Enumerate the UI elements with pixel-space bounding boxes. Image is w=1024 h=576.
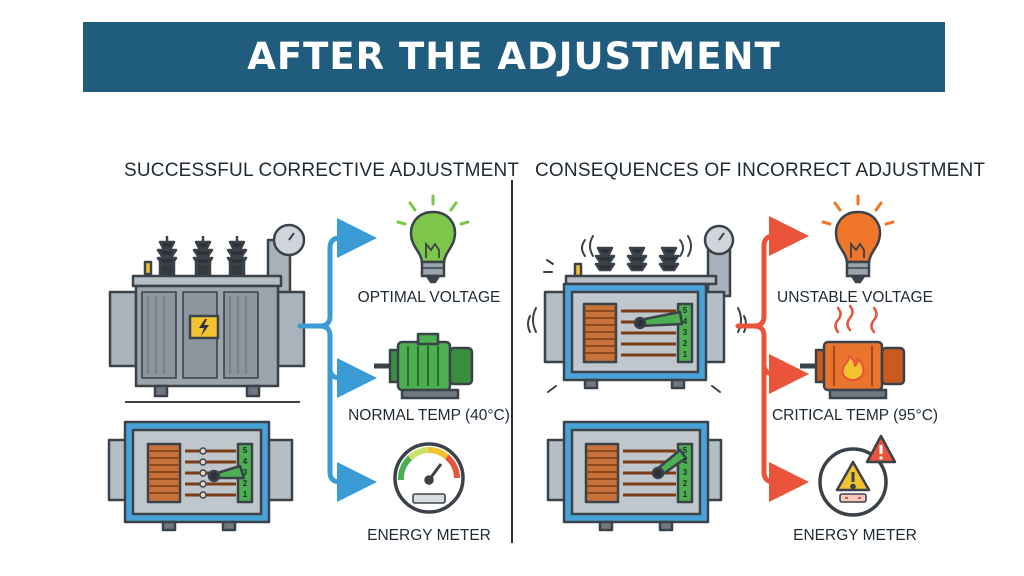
tap-position-label: 3 bbox=[243, 468, 248, 477]
vibration-marks bbox=[527, 235, 747, 393]
tap-position-label: 4 bbox=[683, 317, 688, 326]
transformer-exterior-normal bbox=[108, 223, 306, 398]
outcome-label-energy-meter: ENERGY METER bbox=[367, 527, 491, 544]
overheating-motor-icon bbox=[800, 304, 906, 400]
tap-position-label: 2 bbox=[243, 479, 248, 488]
success-flow-arrows bbox=[297, 218, 377, 502]
warning-meter-icon bbox=[818, 434, 897, 517]
tap-position-label: 2 bbox=[683, 479, 688, 488]
motor-icon bbox=[374, 332, 474, 400]
tap-position-label: 4 bbox=[243, 457, 248, 466]
transformer-interior-normal bbox=[107, 420, 294, 532]
right-section-heading: CONSEQUENCES OF INCORRECT ADJUSTMENT bbox=[535, 160, 986, 181]
lightbulb-on-icon bbox=[396, 194, 470, 284]
tap-position-label: 5 bbox=[243, 446, 248, 455]
outcome-label-critical-temp: CRITICAL TEMP (95°C) bbox=[772, 407, 938, 424]
title-banner: AFTER THE ADJUSTMENT bbox=[83, 22, 945, 92]
transformer-interior-vibrating bbox=[543, 224, 735, 390]
outcome-label-unstable-voltage: UNSTABLE VOLTAGE bbox=[777, 289, 933, 306]
tap-position-label: 5 bbox=[683, 306, 688, 315]
section-divider bbox=[511, 180, 513, 543]
tap-position-label: 1 bbox=[243, 490, 248, 499]
energy-meter-icon bbox=[393, 442, 465, 514]
tap-position-label: 1 bbox=[683, 490, 688, 499]
failure-flow-arrows bbox=[735, 216, 809, 502]
outcome-label-normal-temp: NORMAL TEMP (40°C) bbox=[348, 407, 510, 424]
tap-position-label: 4 bbox=[683, 457, 688, 466]
left-section-heading: SUCCESSFUL CORRECTIVE ADJUSTMENT bbox=[124, 160, 520, 181]
tap-position-label: 1 bbox=[683, 350, 688, 359]
page-title: AFTER THE ADJUSTMENT bbox=[247, 35, 781, 78]
tap-position-label: 3 bbox=[683, 468, 688, 477]
lightbulb-warning-icon bbox=[821, 194, 895, 284]
tap-position-label: 2 bbox=[683, 339, 688, 348]
outcome-label-optimal-voltage: OPTIMAL VOLTAGE bbox=[358, 289, 501, 306]
transformer-interior-incorrect bbox=[546, 420, 723, 532]
tap-position-label: 5 bbox=[683, 446, 688, 455]
outcome-label-energy-meter-warning: ENERGY METER bbox=[793, 527, 917, 544]
tap-position-label: 3 bbox=[683, 328, 688, 337]
